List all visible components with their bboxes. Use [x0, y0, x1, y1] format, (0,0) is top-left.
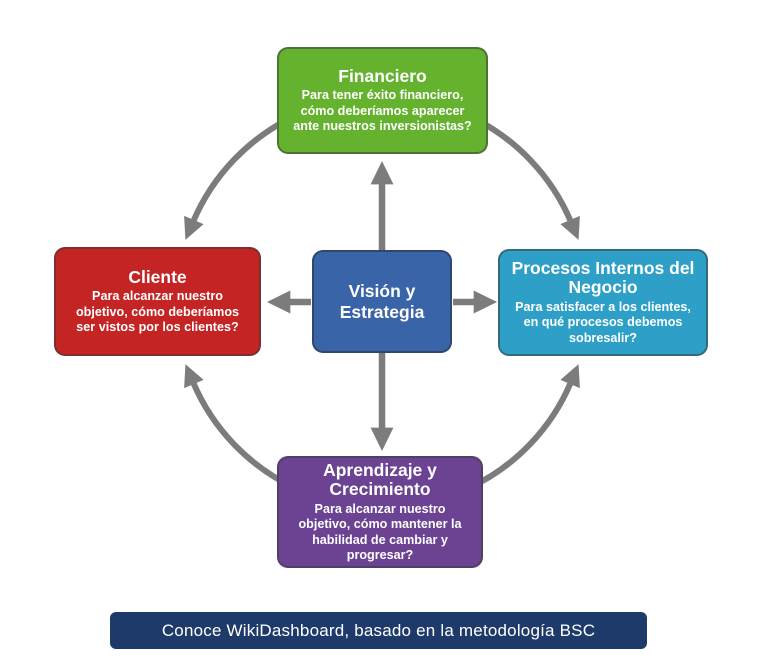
- box-cliente-body: Para alcanzar nuestro objetivo, cómo deb…: [75, 289, 240, 334]
- box-financiero: Financiero Para tener éxito financiero, …: [277, 47, 488, 154]
- box-financiero-body: Para tener éxito financiero, cómo deberí…: [293, 88, 472, 133]
- curved-arrow-procesos-aprendizaje: [451, 364, 580, 497]
- wikidashboard-banner-button[interactable]: Conoce WikiDashboard, basado en la metod…: [110, 612, 647, 649]
- box-aprendizaje-title: Aprendizaje y Crecimiento: [323, 459, 437, 500]
- box-aprendizaje-body: Para alcanzar nuestro objetivo, cómo man…: [298, 501, 462, 562]
- box-procesos-internos: Procesos Internos del Negocio Para satis…: [498, 249, 708, 356]
- box-aprendizaje: Aprendizaje y Crecimiento Para alcanzar …: [277, 456, 483, 568]
- box-vision-estrategia: Visión y Estrategia: [312, 250, 452, 353]
- box-procesos-title: Procesos Internos del Negocio: [511, 257, 695, 298]
- box-cliente: Cliente Para alcanzar nuestro objetivo, …: [54, 247, 261, 356]
- box-cliente-title: Cliente: [128, 266, 187, 287]
- box-financiero-title: Financiero: [338, 65, 427, 86]
- box-vision-estrategia-title: Visión y Estrategia: [339, 280, 425, 322]
- box-procesos-body: Para satisfacer a los clientes, en qué p…: [515, 300, 691, 345]
